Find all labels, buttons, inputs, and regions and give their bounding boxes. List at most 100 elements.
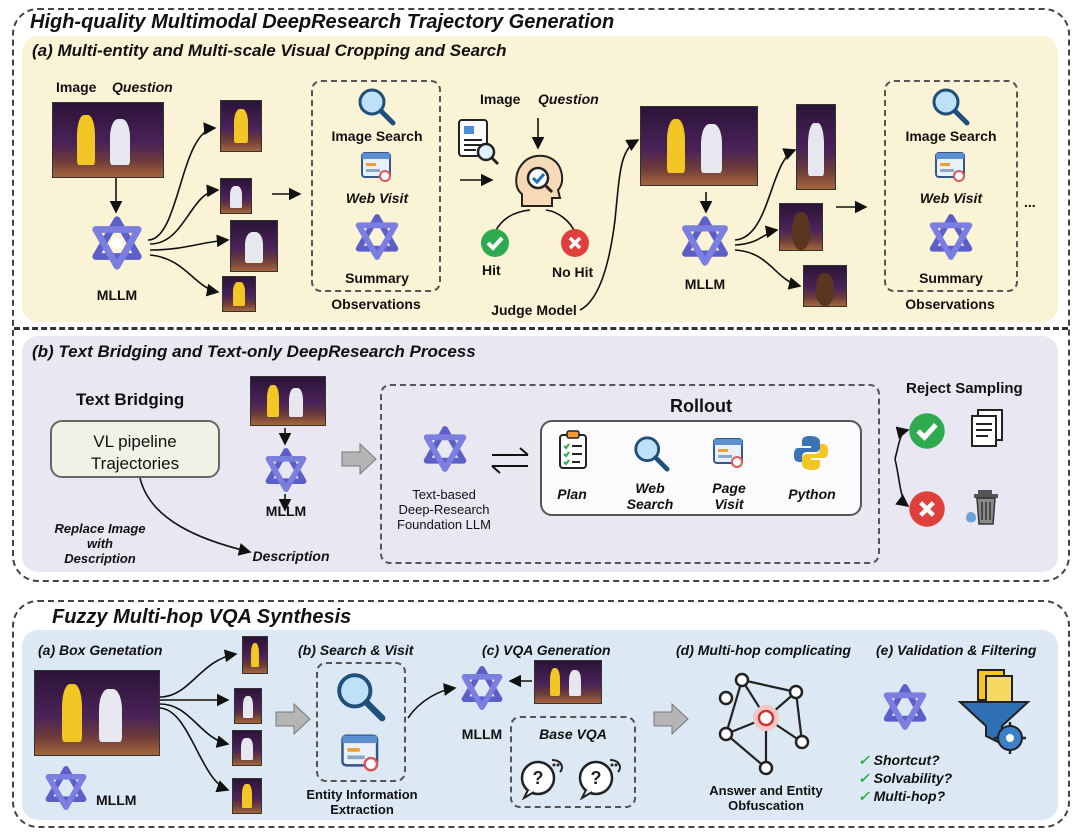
rollout-region [380,384,880,564]
bridge-mllm-label: MLLM [265,503,307,519]
crop-2 [220,178,252,214]
python-icon [792,434,830,472]
base-vqa-label: Base VQA [539,726,607,742]
search-icon [356,86,396,126]
check-solvability: ✓ Solvability? [858,770,953,786]
document-search-icon [456,118,500,166]
basketball-image-2 [640,106,758,186]
top-title: High-quality Multimodal DeepResearch Tra… [30,11,615,33]
llm-label-2: Deep-Research [398,502,490,517]
multihop-graph-icon [712,664,820,776]
judge-model-label: Judge Model [491,302,577,318]
panel-divider [14,327,1068,330]
panel-a-title: (a) Multi-entity and Multi-scale Visual … [32,41,507,60]
replace-text-3: Description [64,551,136,566]
validation-mllm-icon [880,682,930,732]
llm-label-1: Text-based [412,487,476,502]
vl-pipeline-label: VL pipeline [93,432,177,451]
bottom-mllm-label: MLLM [96,792,137,808]
obs-web-visit: Web Visit [345,190,409,206]
summary-logo-icon-2 [926,212,976,262]
documents-icon [966,408,1008,450]
bottom-web-page-icon [340,732,382,774]
base-vqa-box [510,716,636,808]
observations-label: Observations [331,296,421,312]
nohit-label: No Hit [552,264,594,280]
answer-label-1: Answer and Entity [709,783,823,798]
crop-4 [222,276,256,312]
observations-box-2 [884,80,1018,292]
page-visit-icon [712,436,746,470]
answer-label-2: Obfuscation [728,798,804,813]
judge-image-label: Image [480,91,521,107]
image-label: Image [56,79,97,95]
plan-label: Plan [557,486,587,502]
validation-title: (e) Validation & Filtering [876,642,1037,658]
check-shortcut: ✓ Shortcut? [858,752,940,768]
mllm-logo-icon-2 [678,214,732,268]
box-crop-2 [234,688,262,724]
description-label: Description [252,548,330,564]
search-icon-2 [930,86,970,126]
llm-label-3: Foundation LLM [397,517,491,532]
vqa-mllm-label: MLLM [461,726,503,742]
box-crop-4 [232,778,262,814]
reject-x-icon [908,490,946,528]
svg-text:?: ? [591,768,602,788]
zoom-crop-1 [796,104,836,190]
judge-question-label: Question [538,91,599,107]
vqa-generation-title: (c) VQA Generation [482,642,611,658]
vl-pipeline-box [50,420,220,478]
python-label: Python [788,486,836,502]
trash-bin-icon [964,486,1006,528]
zoom-crop-2 [779,203,823,251]
obs2-image-search: Image Search [905,128,997,144]
question-bubble-icon-2: ? [576,752,626,801]
web-search-label-1: Web [635,480,665,496]
bridge-image [250,376,326,426]
entity-label-2: Extraction [330,802,394,817]
ellipsis: ... [1024,194,1036,210]
box-crop-3 [232,730,262,766]
accept-check-icon [908,412,946,450]
hit-check-icon [480,228,510,258]
trajectories-label: Trajectories [90,454,180,473]
check-multihop: ✓ Multi-hop? [858,788,946,804]
obs-summary: Summary [345,270,409,286]
page-visit-label-1: Page [712,480,746,496]
crop-1 [220,100,262,152]
obs2-web-visit: Web Visit [919,190,983,206]
basketball-image [52,102,164,178]
question-label: Question [112,79,173,95]
zoom-crop-3 [803,265,847,307]
judge-head-icon [508,150,568,210]
bottom-search-icon [334,670,386,722]
nohit-x-icon [560,228,590,258]
summary-logo-icon [352,212,402,262]
text-bridging-label: Text Bridging [76,390,185,409]
web-page-icon [360,150,394,184]
bottom-mllm-icon [42,764,90,812]
mllm-label-2: MLLM [684,276,726,292]
web-search-icon [632,434,670,472]
plan-clipboard-icon [556,430,592,470]
top-panel-border [12,8,1070,582]
observations-label-2: Observations [905,296,995,312]
entity-label-1: Entity Information [306,787,418,802]
svg-text:?: ? [533,768,544,788]
bottom-panel-border [12,600,1070,828]
bottom-basketball-image [34,670,160,756]
obs-image-search: Image Search [331,128,423,144]
multihop-title: (d) Multi-hop complicating [676,642,851,658]
search-visit-box [316,662,406,782]
page-visit-label-2: Visit [714,496,744,512]
observations-box-1 [311,80,441,292]
reject-sampling-label: Reject Sampling [906,380,1023,397]
search-visit-title: (b) Search & Visit [298,642,414,658]
mllm-logo-icon [88,214,146,272]
llm-logo-icon [420,424,470,474]
vqa-image [534,660,602,704]
replace-text-1: Replace Image [54,521,146,536]
web-search-label-2: Search [626,496,674,512]
panel-b-title: (b) Text Bridging and Text-only DeepRese… [32,342,476,361]
